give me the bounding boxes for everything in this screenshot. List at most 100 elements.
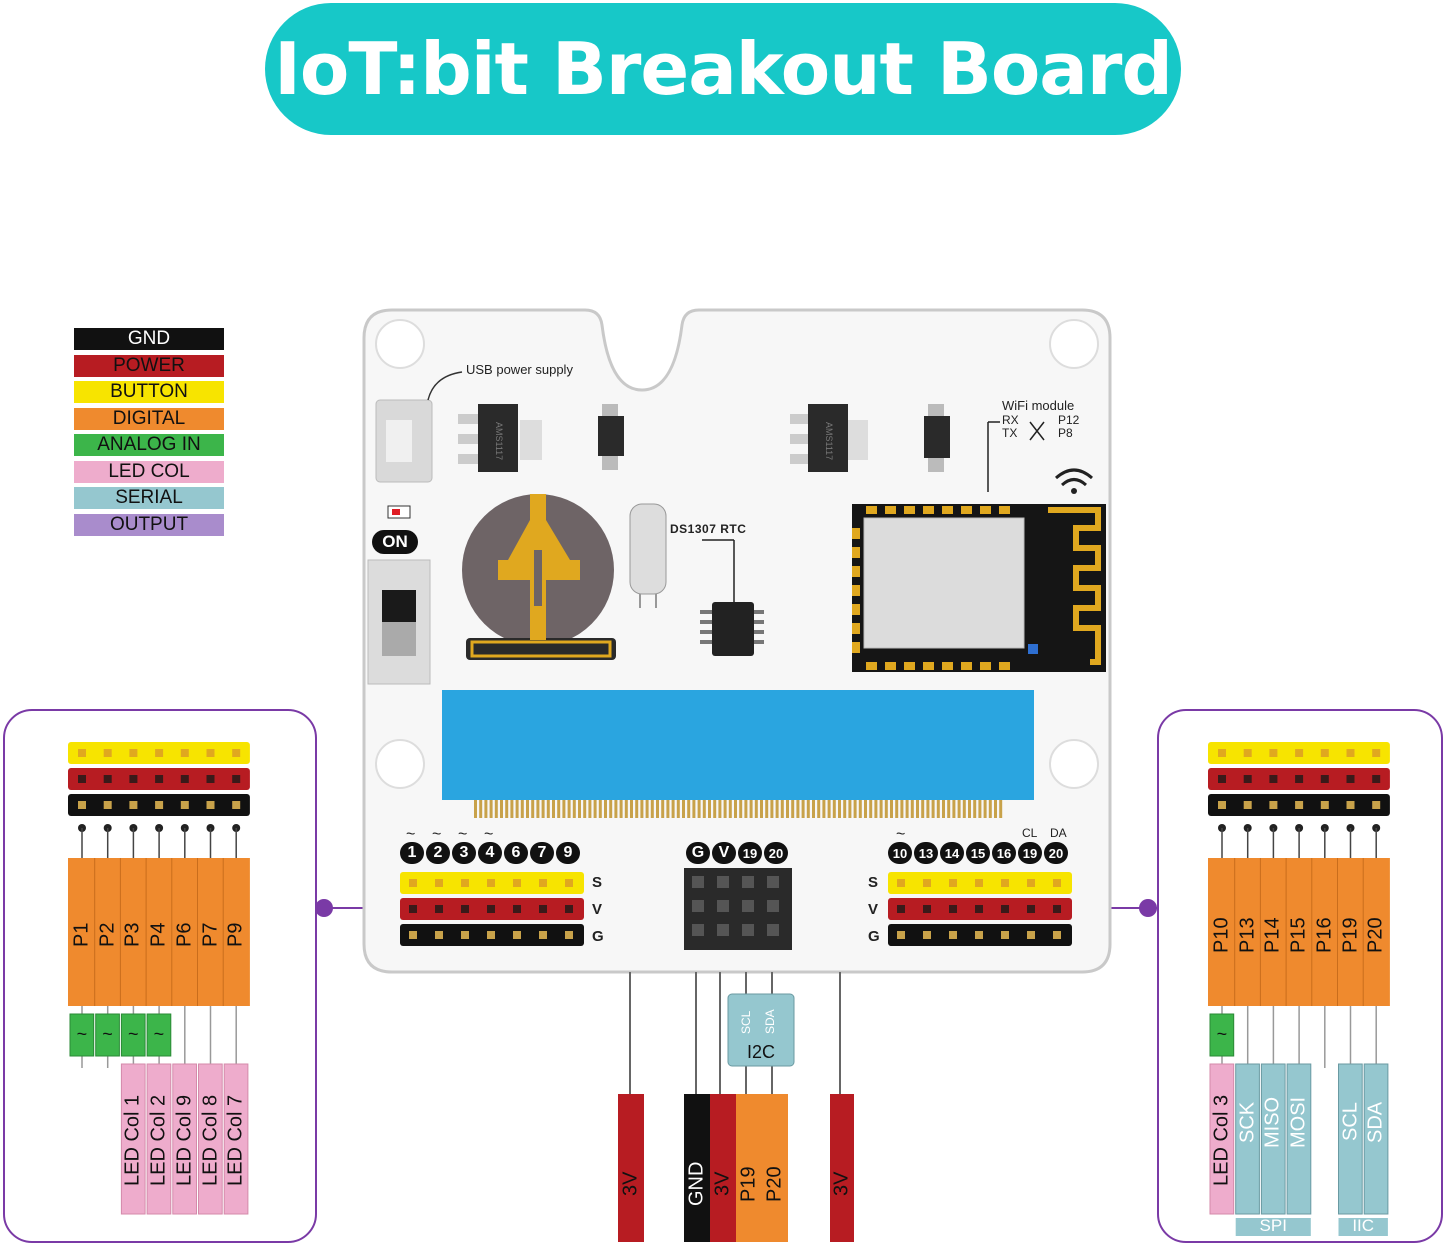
analog-marker: ~ [153, 1024, 165, 1044]
pin-label: P6 [173, 922, 196, 948]
led-col-label: LED Col 9 [173, 1094, 196, 1186]
ams1117-chip-left [458, 404, 542, 472]
header-pin-number: 19 [1018, 842, 1042, 864]
led-col-label: LED Col 3 [1210, 1094, 1233, 1186]
analog-marker: ~ [102, 1024, 113, 1044]
header-pin-number: 19 [738, 842, 762, 864]
i2c-box [727, 993, 795, 1067]
ams1117-label: AMS1117 [824, 421, 834, 461]
pin-label: P2 [96, 922, 119, 948]
bottom-lead [710, 1094, 736, 1242]
header-pin-number: 13 [914, 842, 938, 864]
wifi-module-label: WiFi module [1002, 398, 1075, 413]
on-badge: ON [372, 530, 418, 554]
bottom-lead-label: 3V [711, 1171, 734, 1197]
tilde-mark: ~ [406, 826, 416, 843]
led-col-label: LED Col 1 [121, 1094, 144, 1186]
bottom-lead-label: 3V [619, 1171, 642, 1197]
analog-marker: ~ [76, 1024, 88, 1044]
header-pin-number: 1 [400, 842, 424, 864]
header-pin-number: 7 [530, 842, 554, 864]
right-connector-dot [1139, 899, 1157, 917]
page-title: IoT:bit Breakout Board [265, 3, 1181, 135]
header-pin-number: 6 [504, 842, 528, 864]
mount-hole [375, 319, 425, 369]
tilde-mark: ~ [896, 826, 906, 843]
wifi-icon [1055, 468, 1093, 494]
header-pin-number: 10 [888, 842, 912, 864]
diode-2 [924, 404, 950, 472]
legend-item: POWER [74, 354, 224, 377]
bottom-lead [618, 1094, 644, 1242]
header-pin-number: 14 [940, 842, 964, 864]
pin-label: P9 [224, 922, 247, 948]
pin-label: P20 [1364, 917, 1387, 953]
iic-label: SDA [1364, 1101, 1387, 1143]
header-pin-number: 20 [764, 842, 788, 864]
i2c-box-label: I2C [746, 1042, 775, 1062]
tilde-mark: ~ [484, 826, 494, 843]
legend-item: ANALOG IN [74, 434, 224, 456]
header-pin-number: 16 [992, 842, 1016, 864]
bottom-lead-label: P20 [763, 1166, 786, 1202]
spi-label: MISO [1261, 1096, 1284, 1148]
rtc-label: DS1307 RTC [670, 522, 747, 536]
legend-item: OUTPUT [74, 513, 224, 536]
mount-hole [375, 739, 425, 789]
i2c-sda: SDA [763, 1009, 777, 1035]
header-pin-number: 4 [478, 842, 502, 864]
tilde-mark: ~ [432, 826, 442, 843]
diode-1 [598, 404, 624, 470]
iic-group-label: IIC [1352, 1216, 1375, 1235]
i2c-scl: SCL [739, 1010, 753, 1034]
cl-label: CL [1022, 826, 1038, 840]
spi-group-label: SPI [1259, 1216, 1287, 1235]
led-col-label: LED Col 7 [224, 1094, 247, 1186]
crystal [629, 503, 667, 595]
row-label: S [592, 874, 603, 891]
usb-power-label: USB power supply [466, 362, 573, 377]
pin-label: P19 [1338, 917, 1361, 953]
pin-label: P15 [1287, 917, 1310, 953]
header-pin-number: G [686, 842, 710, 864]
pin-label: P14 [1261, 917, 1284, 953]
pin-label: P1 [70, 922, 93, 948]
spi-label: MOSI [1287, 1096, 1310, 1148]
analog-marker: ~ [127, 1024, 139, 1044]
legend-item: LED COL [74, 460, 224, 483]
iic-label: SCL [1338, 1102, 1361, 1142]
header-pin-number: V [712, 842, 736, 864]
microbit-slot [442, 690, 1034, 800]
header-pin-number: 3 [452, 842, 476, 864]
bottom-lead [762, 1094, 788, 1242]
pin-label: P7 [198, 922, 221, 948]
bottom-lead [736, 1094, 762, 1242]
analog-marker: ~ [1216, 1024, 1228, 1044]
header-pin-number: 15 [966, 842, 990, 864]
legend-item: GND [74, 328, 224, 350]
row-label: V [868, 901, 879, 918]
row-label: G [592, 928, 604, 945]
tilde-mark: ~ [458, 826, 468, 843]
pin-label: P13 [1236, 917, 1259, 953]
bottom-lead-label: GND [685, 1161, 708, 1207]
header-pin-number: 9 [556, 842, 580, 864]
bottom-lead-label: 3V [830, 1171, 853, 1197]
header-pin-number: 2 [426, 842, 450, 864]
row-label: G [868, 928, 880, 945]
edge-connector [474, 800, 1003, 818]
ams1117-label: AMS1117 [494, 421, 504, 461]
bottom-lead-label: P19 [737, 1166, 760, 1202]
legend-item: SERIAL [74, 487, 224, 509]
bottom-lead [830, 1094, 854, 1242]
mount-hole [1049, 739, 1099, 789]
wifi-module [852, 504, 1106, 672]
left-connector-dot [315, 899, 333, 917]
pin-label: P4 [147, 922, 170, 948]
row-label: V [592, 901, 603, 918]
pin-label: P3 [121, 922, 144, 948]
ams1117-chip-right [790, 404, 868, 472]
row-label: S [868, 874, 879, 891]
